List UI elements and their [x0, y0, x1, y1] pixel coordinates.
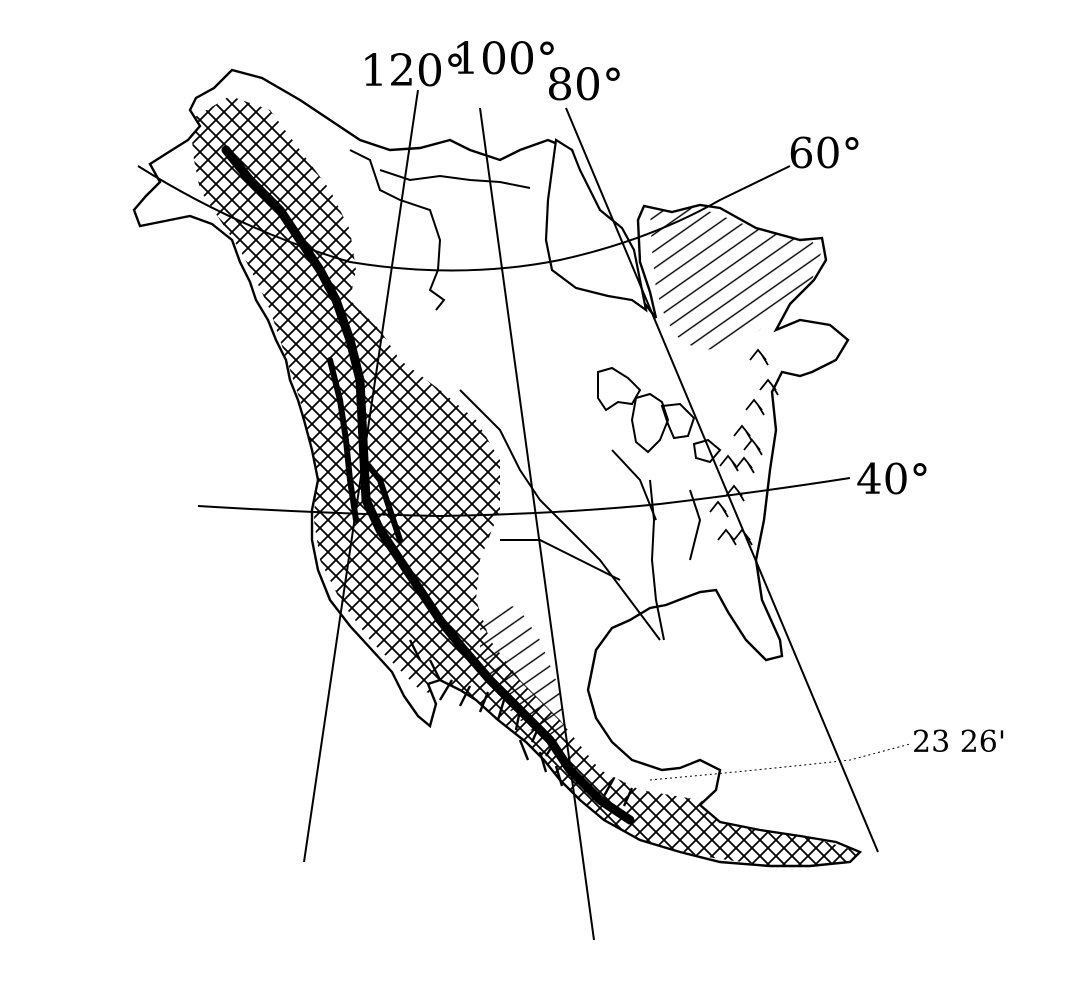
great-lakes: [597, 366, 722, 464]
hudson-bay: [544, 138, 648, 313]
label-lon-80: 80°: [546, 60, 624, 111]
label-lon-120: 120°: [360, 46, 466, 97]
meridian-80: [565, 107, 879, 853]
appalachian-symbols: [709, 348, 779, 546]
label-lat-40: 40°: [856, 455, 930, 504]
meridian-120: [303, 89, 419, 863]
graticule: [137, 89, 911, 941]
meridian-100: [479, 107, 595, 941]
label-tropic: 23 26': [912, 725, 1006, 760]
graticule-labels: 120° 100° 80° 60° 40° 23 26': [360, 34, 1006, 760]
ridge-hachures: [408, 639, 634, 807]
plains-hatch: [480, 600, 566, 740]
shield-hatch: [650, 208, 822, 350]
label-lat-60: 60°: [788, 129, 862, 178]
label-lon-100: 100°: [452, 34, 558, 85]
parallel-60: [137, 165, 791, 272]
parallel-40: [197, 477, 851, 518]
